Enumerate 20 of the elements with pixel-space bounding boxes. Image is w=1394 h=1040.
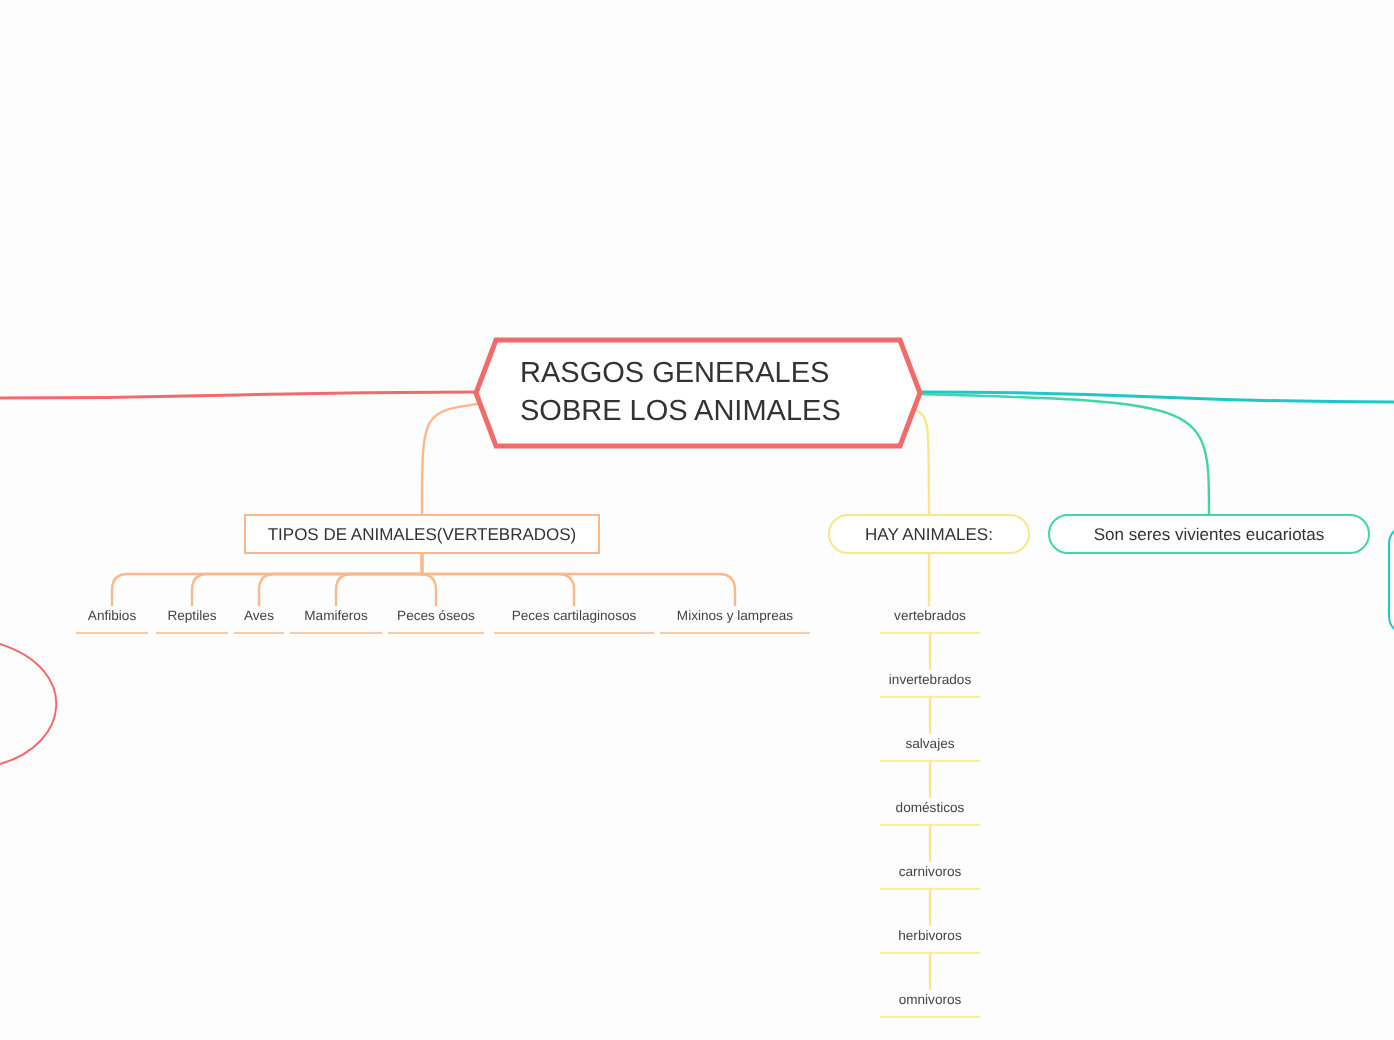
connector [0,390,476,400]
connector [928,634,932,670]
node-text: TIPOS DE ANIMALES(VERTEBRADOS) [267,524,577,544]
connector [928,890,932,926]
node-text: Son seres vivientes eucariotas [1093,524,1325,544]
connector [914,408,931,514]
topic-box [828,514,1030,554]
connector [928,698,932,734]
connector [920,390,1394,404]
node-text: RASGOS GENERALES SOBRE LOS ANIMALES [520,357,841,427]
node-text: HAY ANIMALES: [865,524,993,544]
connector [919,392,1211,514]
connector [928,762,932,798]
connector [420,554,737,606]
connector [928,826,932,862]
connector [420,402,481,514]
topic-box [1048,514,1370,554]
connector [927,554,931,606]
connector [928,954,932,990]
topic-box [244,514,600,554]
